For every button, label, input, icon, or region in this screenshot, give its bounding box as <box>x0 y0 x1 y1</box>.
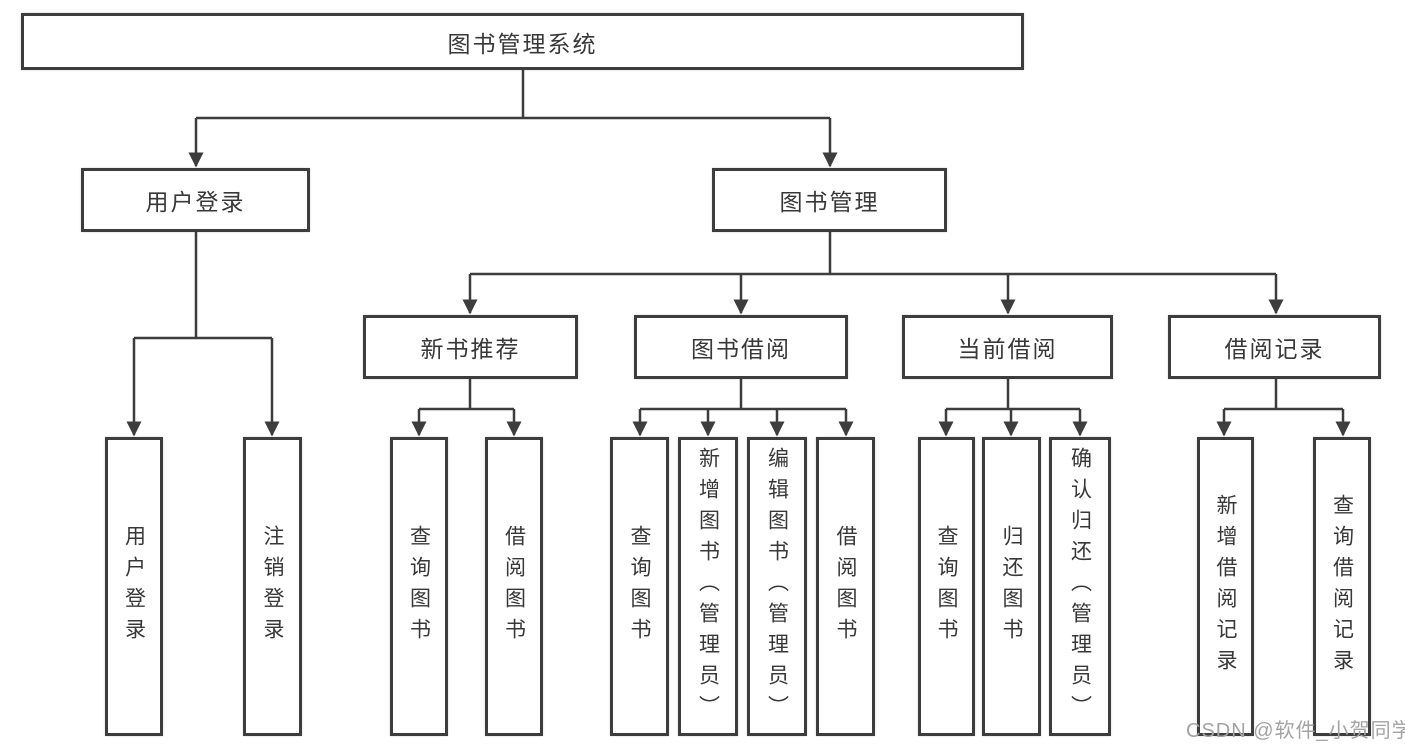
leaf-query-books-recommend: 查询图书 <box>390 437 448 736</box>
node-user-login: 用户登录 <box>81 168 310 232</box>
node-book-borrowing: 图书借阅 <box>634 315 848 379</box>
leaf-add-borrow-record: 新增借阅记录 <box>1197 437 1254 736</box>
node-current-borrowing: 当前借阅 <box>902 315 1113 379</box>
leaf-edit-books-admin: 编辑图书（管理员） <box>747 437 807 736</box>
leaf-query-borrow-record: 查询借阅记录 <box>1313 437 1371 736</box>
connector-rail-current-borrow <box>946 379 1080 411</box>
leaf-borrow-books: 借阅图书 <box>816 437 875 736</box>
leaf-borrow-books-recommend: 借阅图书 <box>485 437 543 736</box>
node-root-system: 图书管理系统 <box>21 13 1024 70</box>
connector-rail-book-mgmt <box>470 232 1276 276</box>
connector-rail-book-borrow <box>640 379 846 411</box>
leaf-logout: 注销登录 <box>243 437 302 736</box>
node-book-management: 图书管理 <box>712 168 947 232</box>
leaf-user-login: 用户登录 <box>105 437 163 736</box>
connector-rail-user-login <box>134 232 272 340</box>
connector-rail-borrow-records <box>1224 379 1343 411</box>
node-new-book-recommend: 新书推荐 <box>363 315 578 379</box>
leaf-query-books-borrowing: 查询图书 <box>610 437 669 736</box>
leaf-confirm-return-admin: 确认归还（管理员） <box>1049 437 1111 736</box>
connector-rail-new-book-rec <box>419 379 514 411</box>
leaf-add-books-admin: 新增图书（管理员） <box>678 437 738 736</box>
node-borrowing-records: 借阅记录 <box>1168 315 1381 379</box>
connector-rail-root <box>196 70 830 120</box>
leaf-query-books-current: 查询图书 <box>918 437 975 736</box>
csdn-watermark: CSDN @软件_小贺同学 <box>1186 720 1405 742</box>
leaf-return-books: 归还图书 <box>982 437 1041 736</box>
